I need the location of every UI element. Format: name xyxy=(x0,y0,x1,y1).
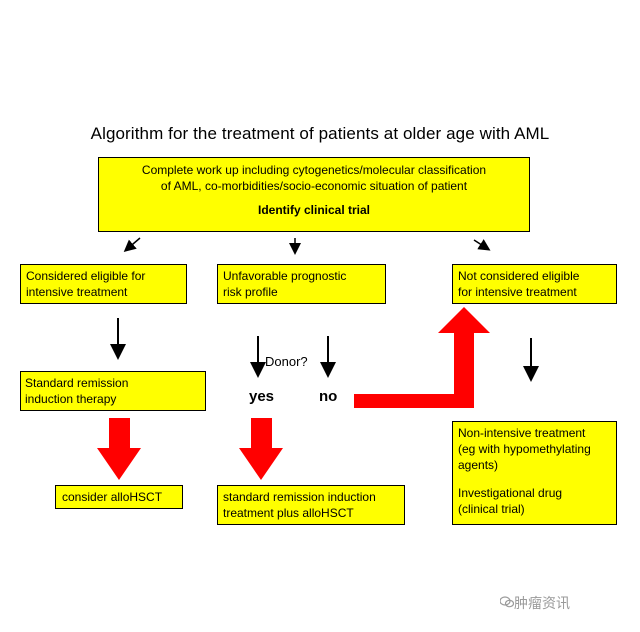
nonint-line-5: (clinical trial) xyxy=(458,502,525,516)
sri-plus-allohsct-box: standard remission induction treatment p… xyxy=(217,485,405,525)
yes-label: yes xyxy=(249,388,275,405)
wechat-logo-icon xyxy=(500,596,514,608)
unfavorable-line-2: risk profile xyxy=(223,285,278,299)
eligible-line-2: intensive treatment xyxy=(26,285,128,299)
arrow-top-to-eligible xyxy=(123,237,141,252)
workup-box: Complete work up including cytogenetics/… xyxy=(98,157,530,232)
workup-line-2: of AML, co-morbidities/socio-economic si… xyxy=(160,179,468,193)
nonint-line-4: Investigational drug xyxy=(458,486,563,500)
sri-line-1: standard remission induction xyxy=(223,490,376,504)
nonint-line-1: Non-intensive treatment xyxy=(458,426,586,440)
diagram-title: Algorithm for the treatment of patients … xyxy=(90,124,550,143)
unfavorable-box: Unfavorable prognostic risk profile xyxy=(217,264,386,304)
sri-line-2: treatment plus alloHSCT xyxy=(223,506,354,520)
watermark-text: 肿瘤资讯 xyxy=(514,595,570,611)
nonint-line-2: (eg with hypomethylating xyxy=(458,442,591,456)
red-arrow-no-to-not-eligible xyxy=(354,307,490,408)
donor-question-label: Donor? xyxy=(265,354,308,369)
unfavorable-line-1: Unfavorable prognostic xyxy=(223,269,347,283)
standard-remission-box: Standard remission induction therapy xyxy=(20,371,206,411)
red-arrow-yes-to-sri xyxy=(239,418,283,480)
allo-line-1: consider alloHSCT xyxy=(62,490,163,504)
not-eligible-box: Not considered eligible for intensive tr… xyxy=(452,264,617,304)
identify-trial-label: Identify clinical trial xyxy=(257,203,371,217)
eligible-box: Considered eligible for intensive treatm… xyxy=(20,264,187,304)
standard-line-2: induction therapy xyxy=(25,392,117,406)
arrow-top-to-not-eligible xyxy=(473,239,491,251)
red-arrow-standard-to-allo xyxy=(97,418,141,480)
standard-line-1: Standard remission xyxy=(25,376,129,390)
not-eligible-line-2: for intensive treatment xyxy=(458,285,577,299)
nonint-line-3: agents) xyxy=(458,458,499,472)
workup-line-1: Complete work up including cytogenetics/… xyxy=(141,163,487,177)
consider-allohsct-box: consider alloHSCT xyxy=(55,485,183,509)
not-eligible-line-1: Not considered eligible xyxy=(458,269,580,283)
non-intensive-box: Non-intensive treatment (eg with hypomet… xyxy=(452,421,617,525)
eligible-line-1: Considered eligible for xyxy=(26,269,146,283)
no-label: no xyxy=(319,388,338,405)
